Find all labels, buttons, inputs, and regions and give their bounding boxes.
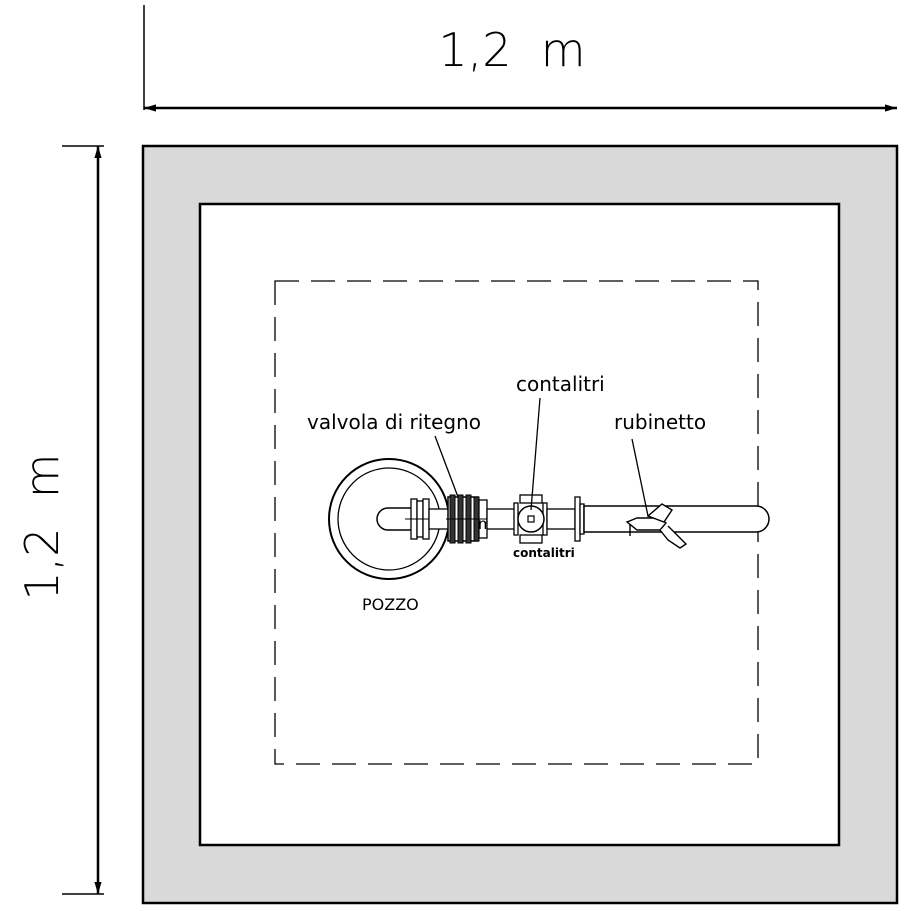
joint-flange-left [574,496,581,542]
tap-handle [646,503,673,523]
width-dimension-label: 1,2 m [438,23,585,77]
well-pipe [376,507,420,531]
water-meter-cap-bottom [519,534,543,544]
tap-label: rubinetto [614,410,706,434]
pipe-to-meter [486,508,518,530]
pipe-assembly: m contalitri [376,494,770,560]
tap-leader [631,438,649,517]
tap-pipe [583,505,770,533]
water-meter: contalitri [513,494,575,560]
check-valve-leader [434,435,459,498]
water-meter-center [527,515,535,523]
tap-body [625,517,667,531]
width-dimension: 1,2 m [143,5,897,112]
water-meter-leader [530,397,541,511]
water-meter-small-label: contalitri [513,546,575,560]
tap-spout [659,525,688,549]
annotations: valvola di ritegno contalitri rubinetto [307,372,706,517]
water-meter-cap-top [519,494,543,504]
pipe-meter-out [546,508,576,530]
well-label: POZZO [362,595,419,614]
height-dimension: 1,2 m [15,145,104,895]
check-valve [446,494,490,544]
water-meter-label: contalitri [516,372,605,396]
check-valve-label: valvola di ritegno [307,410,481,434]
height-dimension-label: 1,2 m [15,453,69,600]
tap [625,503,688,549]
